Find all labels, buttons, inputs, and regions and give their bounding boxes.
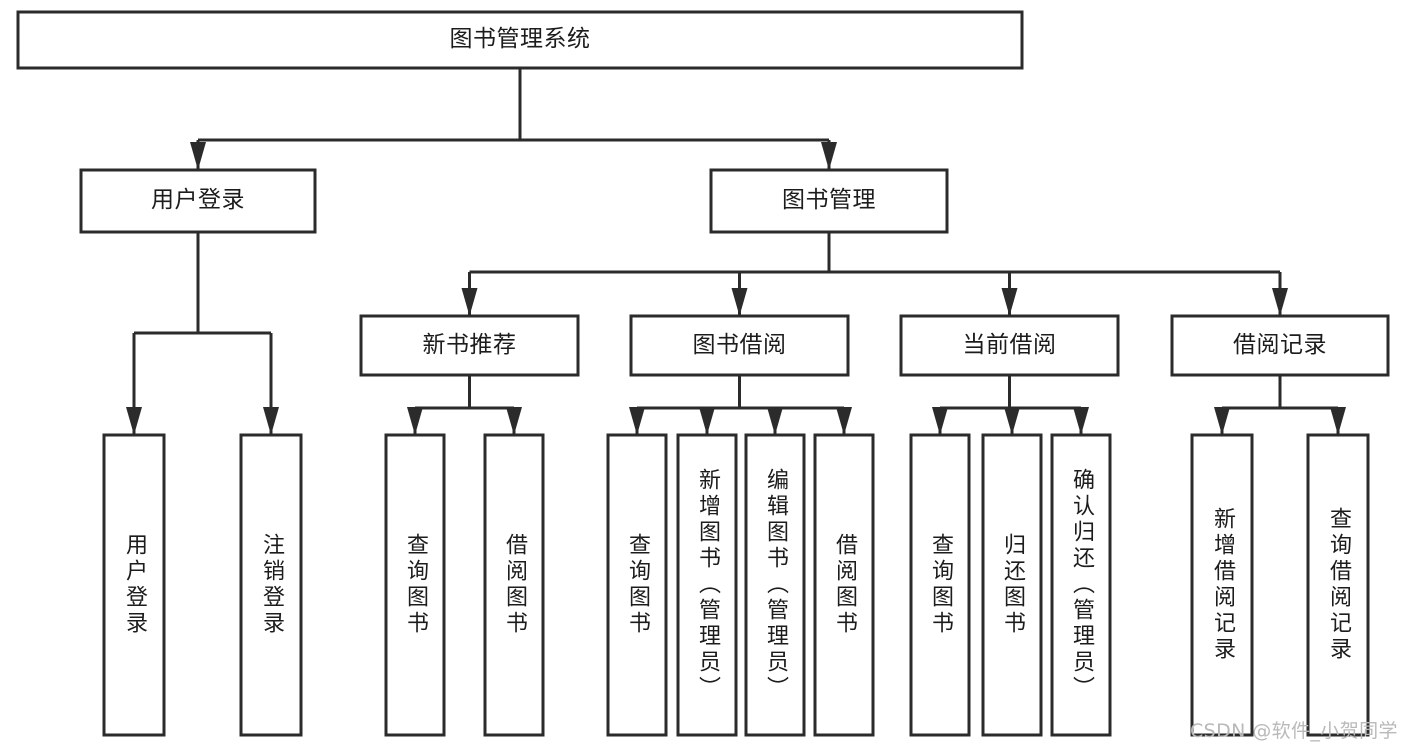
arrow-book-borrow-to-leaf-query-book-2 bbox=[629, 407, 645, 435]
arrow-root-to-user-login bbox=[190, 142, 206, 170]
arrow-borrow-record-to-leaf-add-record bbox=[1214, 407, 1230, 435]
node-box-borrow-record bbox=[1170, 314, 1390, 377]
arrow-current-borrow-to-leaf-query-book-3 bbox=[932, 407, 948, 435]
node-box-root bbox=[16, 10, 1024, 70]
arrow-book-borrow-to-leaf-add-book bbox=[699, 407, 715, 435]
node-box-leaf-add-book bbox=[676, 433, 738, 737]
node-box-leaf-user-login bbox=[102, 433, 166, 737]
arrow-root-to-book-manage bbox=[821, 142, 837, 170]
nodes-layer bbox=[16, 10, 1390, 737]
node-box-leaf-add-record bbox=[1190, 433, 1254, 737]
node-box-new-book-rec bbox=[359, 314, 580, 377]
node-box-leaf-query-record bbox=[1306, 433, 1370, 737]
node-box-leaf-borrow-book-1 bbox=[483, 433, 545, 737]
arrow-book-manage-to-new-book-rec bbox=[461, 288, 478, 316]
node-box-leaf-borrow-book-2 bbox=[813, 433, 875, 737]
arrow-new-book-rec-to-leaf-query-book-1 bbox=[407, 407, 423, 435]
arrow-book-borrow-to-leaf-borrow-book-2 bbox=[836, 407, 852, 435]
arrow-user-login-to-leaf-logout-login bbox=[263, 407, 279, 435]
node-box-leaf-edit-book bbox=[744, 433, 806, 737]
node-box-user-login bbox=[79, 168, 317, 234]
arrow-book-manage-to-borrow-record bbox=[1272, 288, 1288, 316]
node-box-book-manage bbox=[709, 168, 949, 234]
arrow-borrow-record-to-leaf-query-record bbox=[1330, 407, 1346, 435]
node-box-current-borrow bbox=[899, 314, 1120, 377]
arrow-current-borrow-to-leaf-return-book bbox=[1004, 407, 1020, 435]
node-box-book-borrow bbox=[629, 314, 850, 377]
node-box-leaf-confirm-return bbox=[1050, 433, 1112, 737]
node-box-leaf-query-book-3 bbox=[909, 433, 971, 737]
node-box-leaf-return-book bbox=[981, 433, 1043, 737]
arrow-user-login-to-leaf-user-login bbox=[126, 407, 142, 435]
edges-layer bbox=[126, 68, 1346, 435]
arrow-book-borrow-to-leaf-edit-book bbox=[767, 407, 783, 435]
node-box-leaf-query-book-1 bbox=[384, 433, 446, 737]
arrow-book-manage-to-current-borrow bbox=[1001, 288, 1018, 316]
node-box-leaf-query-book-2 bbox=[606, 433, 668, 737]
arrow-current-borrow-to-leaf-confirm-return bbox=[1073, 407, 1089, 435]
arrow-book-manage-to-book-borrow bbox=[731, 288, 748, 316]
arrow-new-book-rec-to-leaf-borrow-book-1 bbox=[506, 407, 522, 435]
node-box-leaf-logout-login bbox=[239, 433, 303, 737]
